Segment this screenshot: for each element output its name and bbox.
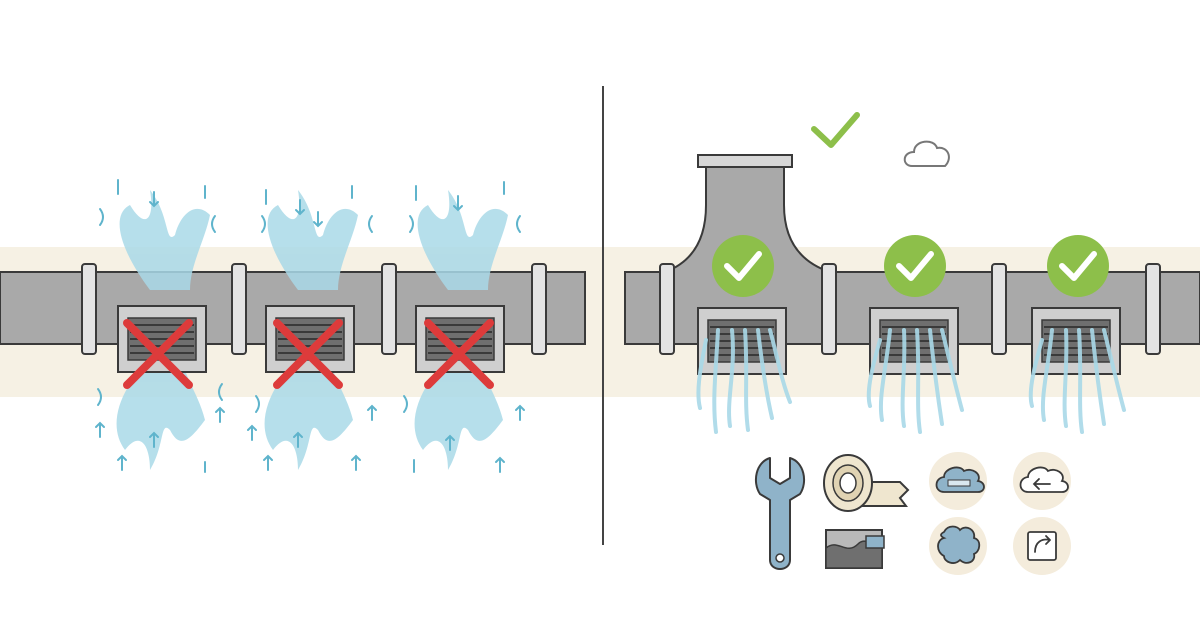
duct-clamp [531,263,547,355]
duct-clamp [659,263,675,355]
left-panel [0,179,586,473]
blocked-vent [247,185,377,471]
sealant-brush-icon [825,529,885,569]
wrench-icon [754,457,806,570]
check-badge-icon [1047,235,1109,297]
check-badge-icon [884,235,946,297]
rotate-icon [1013,517,1071,575]
cloud-icon [903,140,950,167]
cross-icon [424,319,494,389]
leak-arrows [247,185,377,471]
duct-clamp [81,263,97,355]
leak-spray [414,190,508,470]
check-icon [811,112,860,148]
blocked-vent [95,179,225,473]
duct-clamp [821,263,837,355]
airflow [866,328,964,434]
tools-group [754,452,1071,575]
right-panel [624,112,1200,575]
cloud-back-icon [1013,452,1071,510]
leak-arrows [95,179,225,473]
duct-collar [697,154,793,168]
airflow [1028,328,1126,434]
cloud-filter-icon [929,452,987,510]
blocked-vent [403,181,525,473]
check-badge-icon [712,235,774,297]
leak-spray [116,190,210,470]
sealed-vent [866,235,964,434]
duct-clamp [1145,263,1161,355]
cross-icon [273,319,343,389]
cross-icon [123,319,193,389]
sealed-vent [696,235,792,434]
leak-spray [264,190,358,470]
tape-roll-icon [823,454,910,512]
airflow [696,328,792,434]
leak-arrows [403,181,525,473]
duct-clamp [991,263,1007,355]
duct-clamp [231,263,247,355]
filter-pad-icon [929,517,987,575]
sealed-vent [1028,235,1126,434]
duct-clamp [381,263,397,355]
